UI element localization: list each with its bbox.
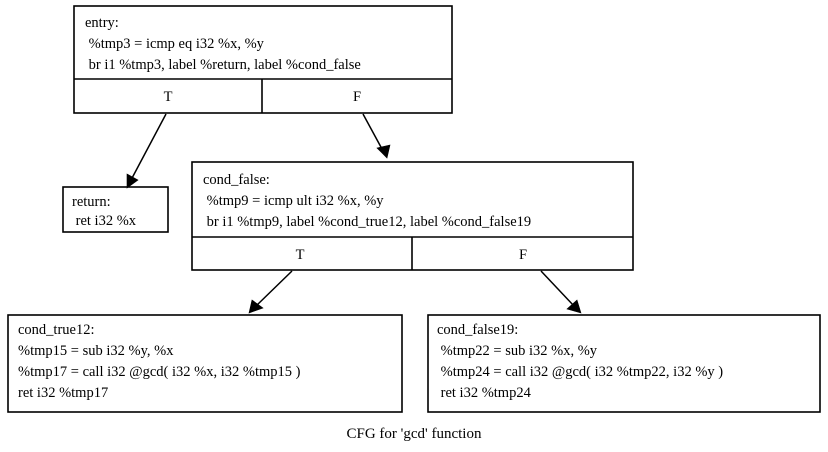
node-cond-true12-line-2: %tmp17 = call i32 @gcd( i32 %x, i32 %tmp… — [18, 364, 301, 380]
node-cond-false19-line-2: %tmp24 = call i32 @gcd( i32 %tmp22, i32 … — [437, 364, 723, 380]
node-cond-false-port-f-label[interactable]: F — [519, 247, 527, 263]
edge-entry-f-to-cond-false-arrowhead — [376, 144, 391, 159]
node-entry[interactable]: entry: %tmp3 = icmp eq i32 %x, %y br i1 … — [73, 5, 453, 114]
node-cond-false19-line-1: %tmp22 = sub i32 %x, %y — [437, 343, 598, 359]
edge-entry-t-to-return-arrowhead — [126, 173, 139, 189]
node-cond-true12-line-1: %tmp15 = sub i32 %y, %x — [18, 343, 174, 359]
edge-entry-t-to-return-line — [130, 113, 167, 181]
edge-cond-false-t-to-cond-true12-line — [255, 270, 293, 307]
node-return[interactable]: return: ret i32 %x — [62, 186, 169, 233]
node-return-box — [62, 186, 169, 233]
node-cond-true12[interactable]: cond_true12: %tmp15 = sub i32 %y, %x %tm… — [7, 314, 403, 413]
node-entry-line-1: %tmp3 = icmp eq i32 %x, %y — [85, 36, 265, 52]
node-cond-false-line-2: br i1 %tmp9, label %cond_true12, label %… — [203, 214, 531, 230]
node-entry-line-0: entry: — [85, 15, 119, 31]
node-entry-line-2: br i1 %tmp3, label %return, label %cond_… — [85, 57, 361, 73]
edge-entry-t-to-return — [126, 113, 167, 189]
node-entry-port-f-label[interactable]: F — [353, 89, 361, 105]
node-entry-port-t-label[interactable]: T — [164, 89, 173, 105]
edge-cond-false-t-to-cond-true12 — [248, 270, 293, 314]
edge-entry-f-to-cond-false — [362, 113, 391, 159]
diagram-caption: CFG for 'gcd' function — [347, 426, 482, 442]
node-cond-false19[interactable]: cond_false19: %tmp22 = sub i32 %x, %y %t… — [427, 314, 821, 413]
node-cond-false-line-0: cond_false: — [203, 172, 270, 188]
edge-cond-false-f-to-cond-false19 — [540, 270, 582, 314]
edge-entry-f-to-cond-false-line — [362, 113, 383, 150]
node-cond-false19-line-0: cond_false19: — [437, 322, 518, 338]
node-cond-false19-line-3: ret i32 %tmp24 — [437, 385, 532, 401]
node-entry-box — [73, 5, 453, 114]
node-cond-true12-line-3: ret i32 %tmp17 — [18, 385, 108, 401]
edge-cond-false-f-to-cond-false19-arrowhead — [566, 299, 582, 314]
node-cond-false19-box — [427, 314, 821, 413]
node-return-line-0: return: — [72, 194, 111, 210]
edge-cond-false-t-to-cond-true12-arrowhead — [248, 299, 264, 314]
node-cond-false[interactable]: cond_false: %tmp9 = icmp ult i32 %x, %y … — [191, 161, 634, 271]
edge-cond-false-f-to-cond-false19-line — [540, 270, 575, 307]
node-cond-false-port-t-label[interactable]: T — [296, 247, 305, 263]
node-cond-true12-box — [7, 314, 403, 413]
node-return-line-1: ret i32 %x — [72, 213, 137, 229]
node-cond-true12-line-0: cond_true12: — [18, 322, 95, 338]
node-cond-false-line-1: %tmp9 = icmp ult i32 %x, %y — [203, 193, 384, 209]
